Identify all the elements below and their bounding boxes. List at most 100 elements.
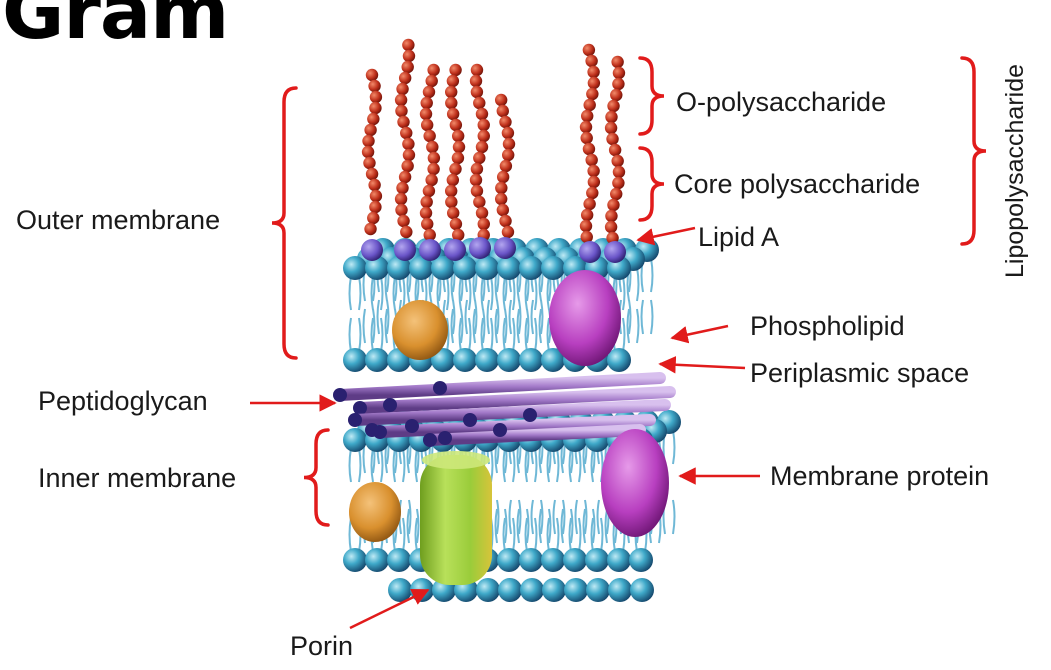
sugar-unit bbox=[449, 163, 461, 175]
peptidoglycan-strand-end bbox=[523, 408, 537, 422]
sugar-unit bbox=[471, 185, 483, 197]
sugar-unit bbox=[399, 171, 411, 183]
sugar-unit bbox=[610, 89, 622, 101]
membrane-protein-shape bbox=[601, 429, 669, 537]
sugar-unit bbox=[583, 143, 595, 155]
sugar-unit bbox=[420, 108, 432, 120]
sugar-unit bbox=[369, 102, 381, 114]
sugar-unit bbox=[587, 66, 599, 78]
page-title: Gram bbox=[2, 0, 228, 50]
sugar-unit bbox=[425, 174, 437, 186]
sugar-unit bbox=[421, 119, 433, 131]
inner-membrane-head bbox=[608, 578, 632, 602]
sugar-unit bbox=[420, 196, 432, 208]
sugar-unit bbox=[499, 215, 511, 227]
sugar-unit bbox=[497, 204, 509, 216]
sugar-unit bbox=[478, 119, 490, 131]
sugar-unit bbox=[605, 111, 617, 123]
sugar-unit bbox=[452, 130, 464, 142]
lipid-a-head bbox=[394, 239, 416, 261]
sugar-unit bbox=[403, 149, 415, 161]
outer-membrane-tail bbox=[350, 318, 361, 352]
inner-membrane-head bbox=[519, 548, 543, 572]
sugar-unit bbox=[476, 141, 488, 153]
peptidoglycan-strand-end bbox=[493, 423, 507, 437]
sugar-unit bbox=[607, 199, 619, 211]
sugar-unit bbox=[478, 218, 490, 230]
label-membrane-protein: Membrane protein bbox=[770, 463, 989, 490]
label-core-polysaccharide: Core polysaccharide bbox=[674, 171, 920, 198]
label-lipopolysaccharide: Lipopolysaccharide bbox=[1003, 64, 1028, 278]
sugar-unit bbox=[580, 220, 592, 232]
outer-membrane-head bbox=[497, 256, 521, 280]
sugar-unit bbox=[395, 94, 407, 106]
arrow-lipid-a bbox=[638, 228, 695, 240]
sugar-unit bbox=[502, 226, 514, 238]
inner-membrane-head bbox=[541, 548, 565, 572]
inner-membrane-head bbox=[564, 578, 588, 602]
sugar-unit bbox=[495, 193, 507, 205]
peptidoglycan-strand-end bbox=[463, 413, 477, 427]
sugar-unit bbox=[585, 55, 597, 67]
sugar-unit bbox=[605, 221, 617, 233]
peptidoglycan-strand-end bbox=[438, 431, 452, 445]
sugar-unit bbox=[502, 149, 514, 161]
sugar-unit bbox=[362, 135, 374, 147]
sugar-unit bbox=[423, 86, 435, 98]
sugar-unit bbox=[447, 75, 459, 87]
sugar-unit bbox=[445, 196, 457, 208]
sugar-unit bbox=[447, 207, 459, 219]
sugar-unit bbox=[427, 64, 439, 76]
sugar-unit bbox=[445, 86, 457, 98]
sugar-unit bbox=[470, 174, 482, 186]
lipid-a-head bbox=[361, 239, 383, 261]
sugar-unit bbox=[395, 105, 407, 117]
sugar-unit bbox=[402, 39, 414, 51]
porin-shape bbox=[420, 455, 492, 585]
sugar-unit bbox=[471, 64, 483, 76]
sugar-unit bbox=[499, 116, 511, 128]
sugar-unit bbox=[613, 166, 625, 178]
arrow-porin bbox=[350, 590, 428, 628]
inner-membrane-head bbox=[343, 548, 367, 572]
sugar-unit bbox=[445, 185, 457, 197]
sugar-unit bbox=[397, 215, 409, 227]
sugar-unit bbox=[403, 50, 415, 62]
sugar-unit bbox=[610, 188, 622, 200]
sugar-unit bbox=[500, 160, 512, 172]
sugar-unit bbox=[402, 61, 414, 73]
sugar-unit bbox=[612, 78, 624, 90]
peptidoglycan-strand-end bbox=[423, 433, 437, 447]
inner-membrane-head bbox=[607, 548, 631, 572]
sugar-unit bbox=[586, 187, 598, 199]
sugar-unit bbox=[473, 152, 485, 164]
sugar-unit bbox=[581, 209, 593, 221]
sugar-unit bbox=[366, 69, 378, 81]
inner-membrane-head bbox=[630, 578, 654, 602]
porin-top bbox=[422, 451, 490, 469]
sugar-unit bbox=[607, 100, 619, 112]
sugar-unit bbox=[395, 204, 407, 216]
sugar-unit bbox=[450, 218, 462, 230]
sugar-unit bbox=[612, 177, 624, 189]
arrow-periplasmic-space bbox=[660, 364, 745, 368]
outer-membrane-head bbox=[343, 256, 367, 280]
sugar-unit bbox=[476, 108, 488, 120]
sugar-unit bbox=[364, 124, 376, 136]
sugar-unit bbox=[497, 105, 509, 117]
sugar-unit bbox=[402, 138, 414, 150]
sugar-unit bbox=[400, 226, 412, 238]
label-inner-membrane: Inner membrane bbox=[38, 465, 236, 492]
sugar-unit bbox=[399, 72, 411, 84]
sugar-unit bbox=[580, 121, 592, 133]
bracket-outer-membrane bbox=[272, 88, 296, 358]
outer-membrane-head bbox=[475, 348, 499, 372]
sugar-unit bbox=[581, 110, 593, 122]
lipid-a-head bbox=[444, 239, 466, 261]
sugar-unit bbox=[363, 157, 375, 169]
sugar-unit bbox=[609, 144, 621, 156]
sugar-unit bbox=[420, 207, 432, 219]
sugar-unit bbox=[445, 97, 457, 109]
peptidoglycan-strand-end bbox=[333, 388, 347, 402]
